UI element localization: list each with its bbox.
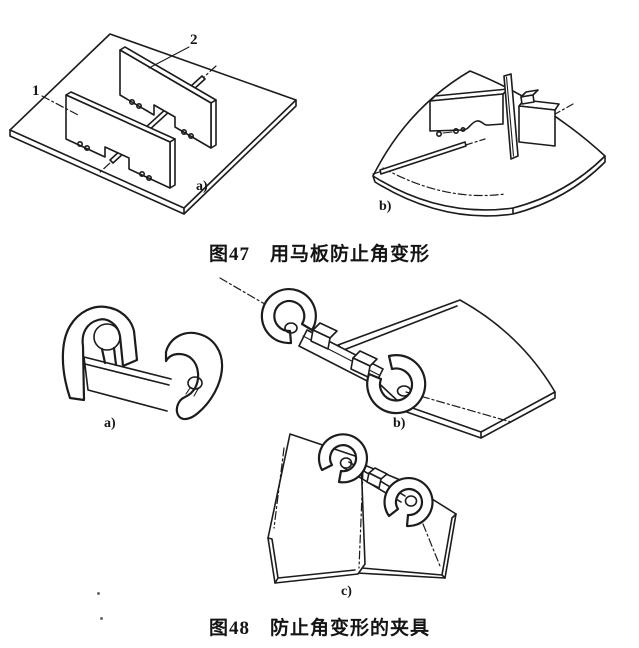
vertical-plate xyxy=(503,73,519,160)
figure47-caption-title: 用马板防止角变形 xyxy=(270,244,431,265)
left-hook xyxy=(61,305,139,402)
horse-plate xyxy=(429,88,509,138)
figure48c-drawing xyxy=(267,433,457,584)
wedge xyxy=(366,467,388,489)
figure47-caption: 图47 用马板防止角变形 xyxy=(0,239,639,266)
part-label-2: 2 xyxy=(190,32,198,48)
leader-lines xyxy=(41,46,190,117)
wedge xyxy=(520,89,539,105)
figure48-caption-title: 防止角变形的夹具 xyxy=(270,618,431,639)
figure48b-label: b) xyxy=(393,416,406,431)
figure48a-label: a) xyxy=(104,416,116,431)
hook-b xyxy=(383,476,434,528)
right-hook xyxy=(164,331,224,421)
scan-speck xyxy=(100,617,103,620)
figure47b-drawing xyxy=(372,70,606,217)
part-label-1: 1 xyxy=(32,83,40,99)
hook-1 xyxy=(260,288,317,345)
left-plate xyxy=(267,433,366,584)
hook-a xyxy=(317,433,369,484)
figure48a-drawing xyxy=(61,305,224,421)
horse-plate-2 xyxy=(119,46,217,149)
wedge-1 xyxy=(310,322,338,350)
wedge-2 xyxy=(350,350,378,378)
figure47a-drawing xyxy=(9,33,297,215)
connecting-bar xyxy=(83,356,172,412)
figure48b-drawing xyxy=(219,277,556,439)
hook-2 xyxy=(366,354,427,415)
figure47a-label: a) xyxy=(196,179,208,194)
figure47b-label: b) xyxy=(379,199,392,214)
seam-centerline xyxy=(358,470,364,569)
figure48-caption: 图48 防止角变形的夹具 xyxy=(0,613,639,640)
horse-plate-1 xyxy=(65,91,176,189)
scan-speck xyxy=(97,592,100,595)
figure48c-label: c) xyxy=(341,584,352,599)
figure48-caption-number: 图48 xyxy=(208,618,250,639)
figure47-caption-number: 图47 xyxy=(208,244,250,265)
clamp-block xyxy=(518,99,560,147)
